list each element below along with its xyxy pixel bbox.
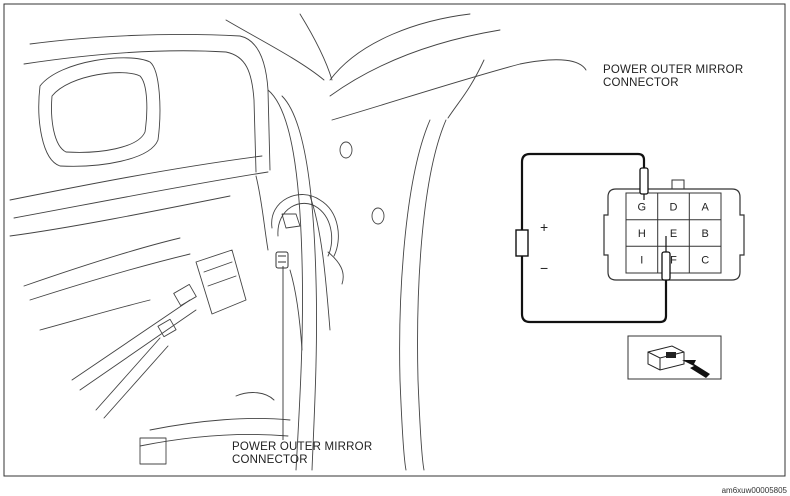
right-connector-label: POWER OUTER MIRROR CONNECTOR bbox=[603, 64, 743, 90]
bottom-connector-label-line2: CONNECTOR bbox=[232, 454, 308, 466]
right-connector-label-line2: CONNECTOR bbox=[603, 77, 679, 89]
polarity-plus: + bbox=[540, 219, 548, 235]
harness-connector bbox=[275, 251, 289, 269]
pin-label-g: G bbox=[638, 201, 647, 213]
connector-pin-labels: G D A H E B I F C bbox=[638, 201, 710, 266]
right-connector-label-line1: POWER OUTER MIRROR bbox=[603, 64, 744, 76]
door-illustration bbox=[9, 13, 587, 471]
test-wiring bbox=[520, 152, 668, 324]
pin-label-e: E bbox=[670, 228, 677, 240]
bottom-connector-label: POWER OUTER MIRROR CONNECTOR bbox=[232, 441, 372, 467]
pin-label-d: D bbox=[670, 201, 678, 213]
pin-label-b: B bbox=[701, 228, 708, 240]
test-probe-g bbox=[639, 167, 649, 200]
connector-face bbox=[603, 179, 745, 281]
connector-view-arrow-icon bbox=[647, 345, 710, 378]
power-source bbox=[515, 229, 529, 257]
pin-label-h: H bbox=[638, 228, 646, 240]
diagram-border bbox=[3, 3, 786, 477]
pin-label-i: I bbox=[640, 255, 643, 267]
pin-label-a: A bbox=[701, 201, 709, 213]
bottom-connector-label-line1: POWER OUTER MIRROR bbox=[232, 441, 373, 453]
pin-label-c: C bbox=[701, 255, 709, 267]
connector-view-inset bbox=[627, 335, 722, 380]
pin-label-f: F bbox=[670, 255, 677, 267]
reference-code: am6xuw00005805 bbox=[721, 486, 787, 495]
polarity-minus: − bbox=[540, 260, 548, 276]
test-probe-f bbox=[661, 236, 671, 281]
